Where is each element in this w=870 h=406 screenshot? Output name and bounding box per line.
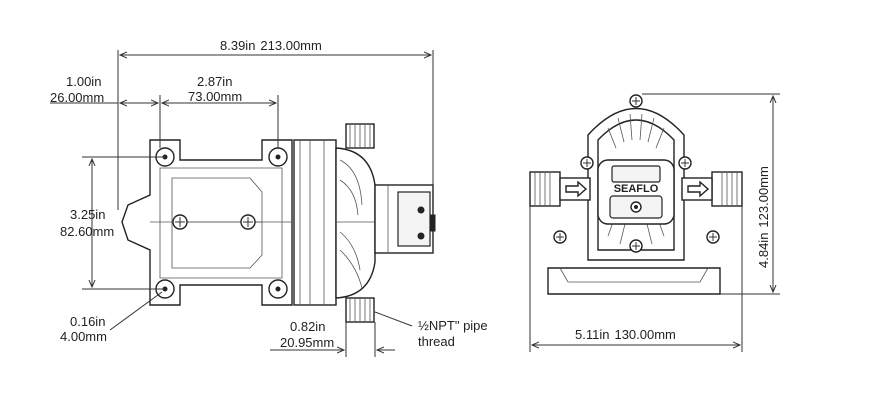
front-height-label: 4.84in123.00mm [756,166,771,268]
hole-diameter-mm: 4.00mm [60,329,107,344]
thread-label-line2: thread [418,334,455,349]
screw-icon [629,94,643,108]
mounting-hole-icon [268,279,288,299]
mounting-hole-icon [268,147,288,167]
port-length-in: 0.82in [290,319,325,334]
flow-arrow-icon [565,180,588,198]
screw-icon [240,214,256,230]
screw-icon [629,239,643,253]
side-view [121,123,436,323]
brand-logo: SEAFLO [614,183,659,195]
hole-diameter-in: 0.16in [70,314,105,329]
mount-offset-mm: 26.00mm [50,90,104,105]
screw-icon [553,230,567,244]
port-length-mm: 20.95mm [280,335,334,350]
thread-label-line1: ½NPT" pipe [418,318,488,333]
mount-spacing-x-in: 2.87in [197,74,232,89]
screw-icon [172,214,188,230]
flow-arrow-icon [687,180,710,198]
mount-spacing-y-mm: 82.60mm [60,224,114,239]
screw-icon [678,156,692,170]
mount-offset-in: 1.00in [66,74,101,89]
screw-icon [580,156,594,170]
mount-spacing-y-in: 3.25in [70,207,105,222]
screw-icon [706,230,720,244]
front-view: SEAFLO [529,94,743,295]
mount-spacing-x-mm: 73.00mm [188,89,242,104]
